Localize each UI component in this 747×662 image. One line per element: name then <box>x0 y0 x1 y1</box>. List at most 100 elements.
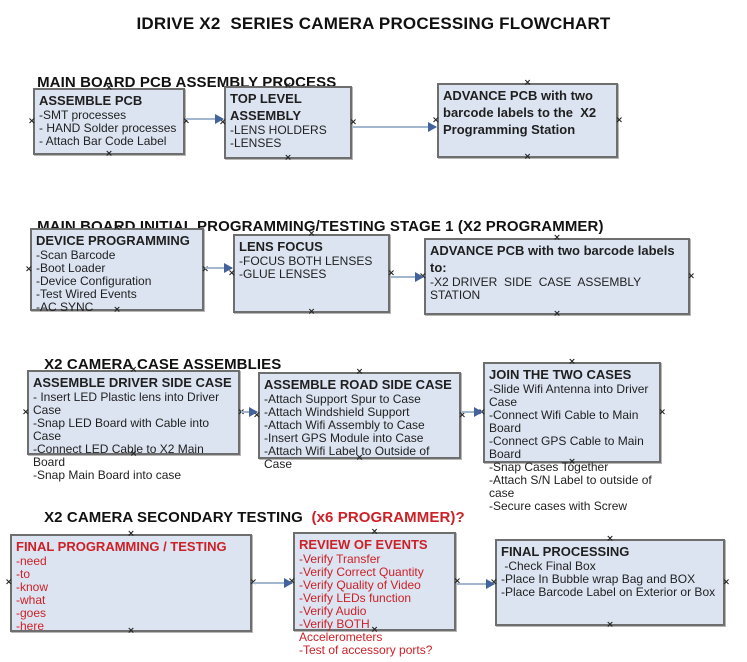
box-line: -Scan Barcode <box>36 248 116 262</box>
arrowhead-icon <box>284 578 293 588</box>
flow-arrow <box>253 578 293 588</box>
flow-arrow <box>205 263 233 273</box>
box-line: - Attach Bar Code Label <box>39 134 167 148</box>
section-heading-text: X2 CAMERA CASE ASSEMBLIES <box>44 356 282 373</box>
box-title: TOP LEVEL ASSEMBLY <box>230 91 305 123</box>
arrowhead-icon <box>428 122 437 132</box>
selection-handle-icon: × <box>105 149 113 159</box>
flow-box-assemble-driver-side-case: ASSEMBLE DRIVER SIDE CASE- Insert LED Pl… <box>22 366 245 482</box>
page-title: IDRIVE X2 SERIES CAMERA PROCESSING FLOWC… <box>136 14 611 33</box>
box-line: -Attach Support Spur to Case <box>264 392 421 406</box>
box-line: -Connect LED Cable to X2 Main Board <box>33 442 208 469</box>
box-line: -Insert GPS Module into Case <box>264 431 424 445</box>
selection-handle-icon: × <box>22 407 30 417</box>
selection-handle-icon: × <box>658 407 666 417</box>
box-line: -Snap LED Board with Cable into Case <box>33 416 213 443</box>
flow-box-final-processing: FINAL PROCESSING -Check Final Box -Place … <box>490 535 730 630</box>
box-line: -Test Wired Events <box>36 287 137 301</box>
flow-box-assemble-road-side-case: ASSEMBLE ROAD SIDE CASE-Attach Support S… <box>253 368 466 471</box>
selection-handle-icon: × <box>722 577 730 587</box>
flow-box-assemble-pcb: ASSEMBLE PCB-SMT processes- HAND Solder … <box>28 84 190 159</box>
box-line: -LENS HOLDERS <box>230 123 327 137</box>
box-line: -SMT processes <box>39 108 127 122</box>
box-title: ASSEMBLE DRIVER SIDE CASE <box>33 375 232 390</box>
box-title: FINAL PROGRAMMING / TESTING <box>16 539 227 554</box>
box-line: -Attach S/N Label to outside of case <box>489 473 656 500</box>
arrowhead-icon <box>415 272 424 282</box>
arrowhead-icon <box>249 407 258 417</box>
box-title: FINAL PROCESSING <box>501 544 630 559</box>
box-line: -Device Configuration <box>36 274 152 288</box>
selection-handle-icon: × <box>553 309 561 319</box>
flow-box-review-of-events: REVIEW OF EVENTS-Verify Transfer-Verify … <box>288 528 461 657</box>
flow-box-join-the-two-cases: JOIN THE TWO CASES-Slide Wifi Antenna in… <box>478 358 666 513</box>
flow-box-lens-focus: LENS FOCUS-FOCUS BOTH LENSES-GLUE LENSES… <box>228 230 395 317</box>
box-line: -know <box>16 580 49 594</box>
box-title: ADVANCE PCB with two barcode labels to t… <box>443 88 600 137</box>
box-line: - Insert LED Plastic lens into Driver Ca… <box>33 390 223 417</box>
box-line: -LENSES <box>230 136 282 150</box>
box-line: -to <box>16 567 31 581</box>
box-line: -Verify Quality of Video <box>299 578 421 592</box>
arrowhead-icon <box>215 114 224 124</box>
box-line: -Attach Wifi Label to Outside of Case <box>264 444 433 471</box>
box-line: -GLUE LENSES <box>239 267 327 281</box>
flow-box-advance-pcb-programming-station: ADVANCE PCB with two barcode labels to t… <box>432 79 623 162</box>
flow-box-device-programming: DEVICE PROGRAMMING-Scan Barcode-Boot Loa… <box>25 224 209 315</box>
flow-arrow <box>353 122 437 132</box>
box-line: -Place Barcode Label on Exterior or Box <box>501 585 716 599</box>
section-heading-initial-programming: MAIN BOARD INITIAL PROGRAMMING/TESTING S… <box>20 201 604 252</box>
box-line: -Test of accessory ports? <box>299 643 433 657</box>
box-line: -AC SYNC <box>36 300 94 314</box>
flow-arrow <box>391 272 424 282</box>
box-title: DEVICE PROGRAMMING <box>36 233 190 248</box>
box-line: -Snap Cases Together <box>489 460 609 474</box>
box-title: REVIEW OF EVENTS <box>299 537 428 552</box>
box-line: -Snap Main Board into case <box>33 468 182 482</box>
selection-handle-icon: × <box>5 577 13 588</box>
arrowhead-icon <box>486 579 495 589</box>
box-line: -FOCUS BOTH LENSES <box>239 254 373 268</box>
box-line: -Boot Loader <box>36 261 106 275</box>
box-line: -Verify BOTH Accelerometers <box>299 617 383 644</box>
box-line: -need <box>16 554 47 568</box>
box-line: -what <box>16 593 46 607</box>
box-line: -Check Final Box <box>501 559 596 573</box>
box-title: JOIN THE TWO CASES <box>489 367 632 382</box>
box-line: -here <box>16 619 45 633</box>
box-line: -goes <box>16 606 47 620</box>
box-title: ASSEMBLE ROAD SIDE CASE <box>264 377 452 392</box>
flow-arrow <box>241 407 258 417</box>
selection-handle-icon: × <box>25 264 33 274</box>
box-line: -Connect Wifi Cable to Main Board <box>489 408 642 435</box>
selection-handle-icon: × <box>606 620 614 630</box>
flow-arrow <box>186 114 224 124</box>
section-heading-text: MAIN BOARD INITIAL PROGRAMMING/TESTING S… <box>37 218 604 235</box>
arrowhead-icon <box>224 263 233 273</box>
section-heading-suffix: (x6 PROGRAMMER)? <box>307 509 465 526</box>
box-line: -Verify Audio <box>299 604 367 618</box>
box-line: -Attach Windshield Support <box>264 405 410 419</box>
box-line: -Connect GPS Cable to Main Board <box>489 434 648 461</box>
section-heading-text: X2 CAMERA SECONDARY TESTING <box>44 509 308 526</box>
box-line: -Verify Correct Quantity <box>299 565 424 579</box>
flow-box-top-level-assembly: TOP LEVEL ASSEMBLY-LENS HOLDERS-LENSES××… <box>219 82 357 163</box>
box-title: ASSEMBLE PCB <box>39 93 143 108</box>
flow-arrow <box>462 407 483 417</box>
section-heading-secondary-testing: X2 CAMERA SECONDARY TESTING (x6 PROGRAMM… <box>27 492 465 543</box>
selection-handle-icon: × <box>615 115 623 125</box>
box-title: ADVANCE PCB with two barcode labels to: <box>430 243 679 275</box>
box-line: - HAND Solder processes <box>39 121 177 135</box>
section-heading-case-assemblies: X2 CAMERA CASE ASSEMBLIES <box>27 339 281 390</box>
flow-box-advance-pcb-driver-side: ADVANCE PCB with two barcode labels to:-… <box>419 234 695 319</box>
selection-handle-icon: × <box>284 153 292 163</box>
selection-handle-icon: × <box>28 116 36 126</box>
box-title: LENS FOCUS <box>239 239 323 254</box>
box-line: -Verify LEDs function <box>299 591 412 605</box>
box-line: -Verify Transfer <box>299 552 381 566</box>
box-line: -Attach Wifi Assembly to Case <box>264 418 425 432</box>
box-line: -Slide Wifi Antenna into Driver Case <box>489 382 652 409</box>
selection-handle-icon: × <box>523 152 532 162</box>
arrowhead-icon <box>474 407 483 417</box>
